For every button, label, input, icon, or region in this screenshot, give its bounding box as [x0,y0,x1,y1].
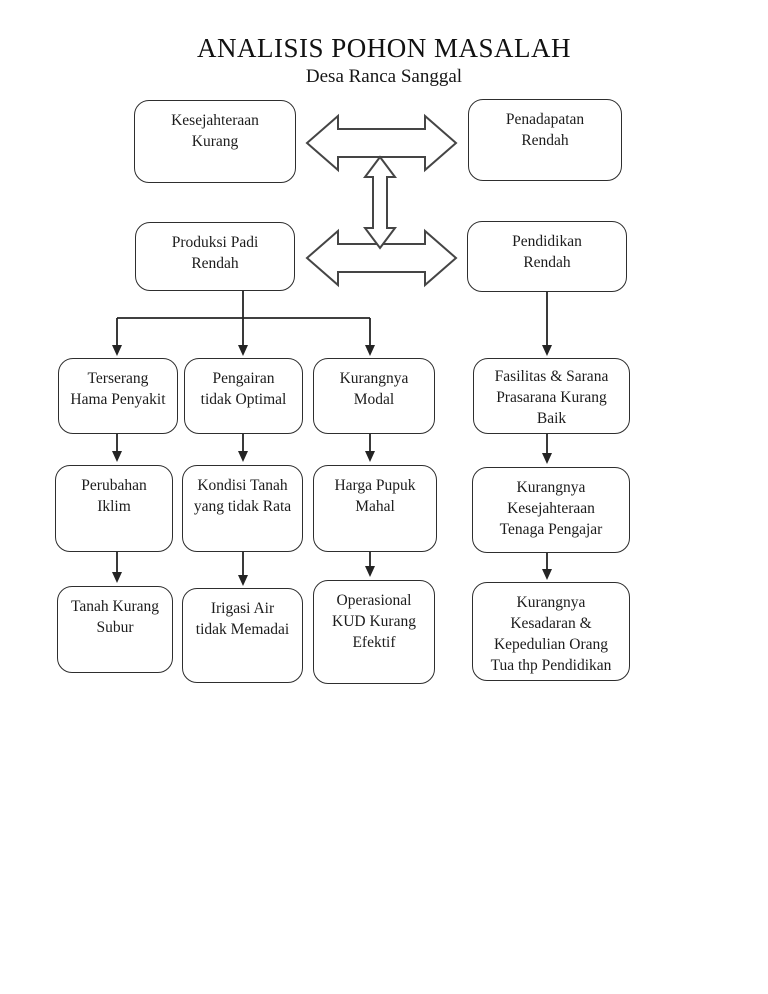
node-kurangnya-kesejahteraan-pengajar: Kurangnya Kesejahteraan Tenaga Pengajar [472,467,630,553]
node-label: Operasional KUD Kurang Efektif [332,592,416,651]
node-kurangnya-modal: Kurangnya Modal [313,358,435,434]
node-label: Perubahan Iklim [81,477,147,515]
node-label: Terserang Hama Penyakit [70,370,166,408]
arrowhead-modal [365,345,375,356]
double-arrow-horizontal-bottom [305,228,458,288]
node-label: Kesejahteraan Kurang [171,112,259,150]
node-label: Penadapatan Rendah [505,111,585,149]
node-terserang-hama-penyakit: Terserang Hama Penyakit [58,358,178,434]
node-operasional-kud-kurang-efektif: Operasional KUD Kurang Efektif [313,580,435,684]
node-tanah-kurang-subur: Tanah Kurang Subur [57,586,173,673]
node-label: Fasilitas & Sarana Prasarana Kurang Baik [494,368,609,427]
node-harga-pupuk-mahal: Harga Pupuk Mahal [313,465,437,552]
node-label: Kurangnya Kesejahteraan Tenaga Pengajar [499,479,603,538]
node-label: Kondisi Tanah yang tidak Rata [193,477,292,515]
node-label: Harga Pupuk Mahal [334,477,416,515]
node-kondisi-tanah-tidak-rata: Kondisi Tanah yang tidak Rata [182,465,303,552]
node-pengairan-tidak-optimal: Pengairan tidak Optimal [184,358,303,434]
arrowhead-fasilitas [542,345,552,356]
node-kurangnya-kesadaran-orang-tua: Kurangnya Kesadaran & Kepedulian Orang T… [472,582,630,681]
arrowhead-irigasi [238,575,248,586]
node-label: Kurangnya Kesadaran & Kepedulian Orang T… [490,594,612,674]
node-irigasi-air-tidak-memadai: Irigasi Air tidak Memadai [182,588,303,683]
node-label: Produksi Padi Rendah [171,234,259,272]
node-fasilitas-sarana-prasarana: Fasilitas & Sarana Prasarana Kurang Baik [473,358,630,434]
node-label: Tanah Kurang Subur [70,598,159,636]
node-pendidikan-rendah: Pendidikan Rendah [467,221,627,292]
node-penadapatan-rendah: Penadapatan Rendah [468,99,622,181]
arrowhead-perubahan [112,451,122,462]
double-arrow-horizontal-top [305,113,458,173]
diagram-subtitle: Desa Ranca Sanggal [305,66,463,88]
arrowhead-kud [365,566,375,577]
node-kesejahteraan-kurang: Kesejahteraan Kurang [134,100,296,183]
node-label: Irigasi Air tidak Memadai [195,600,290,638]
diagram-header: ANALISIS POHON MASALAH Desa Ranca Sangga… [0,33,768,89]
arrowhead-kesejahteraan-pengajar [542,453,552,464]
arrowhead-harga [365,451,375,462]
double-arrow-vertical [363,155,397,250]
arrowhead-pengairan [238,345,248,356]
node-produksi-padi-rendah: Produksi Padi Rendah [135,222,295,291]
node-label: Kurangnya Modal [339,370,409,408]
node-label: Pendidikan Rendah [512,233,582,271]
node-label: Pengairan tidak Optimal [200,370,287,408]
arrowhead-kondisi [238,451,248,462]
diagram-title: ANALISIS POHON MASALAH [196,33,572,63]
node-perubahan-iklim: Perubahan Iklim [55,465,173,552]
arrowhead-terserang [112,345,122,356]
arrowhead-kesadaran [542,569,552,580]
arrowhead-tanah-subur [112,572,122,583]
